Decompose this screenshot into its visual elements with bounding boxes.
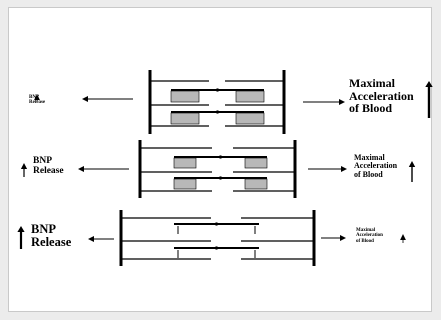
row1-m-line-1: [215, 110, 220, 114]
row3-acc-line1: Maximal: [356, 228, 376, 233]
row2-crossbridge-right-1: [244, 178, 268, 190]
row1-acceleration-label: Maximal Acceleration of Blood: [349, 77, 414, 115]
row2-bnp-label: BNP Release: [33, 156, 64, 177]
row3-acc-line3: of Blood: [356, 238, 374, 244]
row1-acc-up-head: [425, 81, 433, 87]
row3-acc-up-head: [400, 234, 406, 240]
row1-bnp-line1: BNP: [29, 95, 39, 100]
row2-acc-line2: Acceleration: [354, 161, 398, 171]
row2-acc-line3: of Blood: [354, 169, 383, 179]
row3-bnp-up-head: [17, 226, 25, 232]
row3-bnp-line2: Release: [31, 235, 72, 250]
row3-acceleration-label: Maximal Acceleration of Blood: [356, 228, 383, 244]
row1-bnp-up-head: [34, 94, 40, 100]
row1-crossbridge-right-1: [235, 112, 265, 125]
sarcomere-diagram: [17, 70, 433, 266]
row1-bnp-line2: Release: [29, 100, 46, 106]
row2-bnp-line2: Release: [33, 165, 64, 176]
row2-crossbridge-left-1: [173, 178, 197, 190]
row2-m-line-1: [218, 176, 223, 180]
row2-crossbridge-left-0: [173, 157, 197, 169]
row1-acc-line3: of Blood: [349, 101, 393, 116]
row1-acc-line1: Maximal: [349, 76, 395, 90]
row3-bnp-arrow-head: [88, 236, 94, 242]
row2-acc-line1: Maximal: [354, 153, 385, 162]
row2-bnp-arrow-head: [78, 166, 84, 172]
row1-m-line-0: [215, 88, 220, 92]
row1-crossbridge-left-0: [170, 90, 200, 103]
row2-m-line-0: [218, 155, 223, 159]
row1-bnp-arrow-head: [82, 96, 88, 102]
row3-m-line-1: [214, 246, 219, 250]
row3-bnp-label: BNP Release: [31, 222, 72, 250]
row1-crossbridge-left-1: [170, 112, 200, 125]
figure-panel: BNP Release Maximal Acceleration of Bloo…: [8, 7, 433, 312]
row1-acc-line2: Acceleration: [349, 88, 414, 103]
row1-acc-arrow-head: [339, 99, 345, 105]
row3-acc-arrow-head: [340, 235, 346, 241]
row3-m-line-0: [214, 222, 219, 226]
row2-crossbridge-right-0: [244, 157, 268, 169]
row2-acc-arrow-head: [341, 166, 347, 172]
row1-bnp-label: BNP Release: [29, 95, 45, 106]
row3-acc-line2: Acceleration: [356, 233, 383, 239]
row2-bnp-line1: BNP: [33, 156, 52, 166]
row2-acc-up-head: [408, 161, 416, 167]
row2-acceleration-label: Maximal Acceleration of Blood: [354, 153, 398, 179]
row3-bnp-line1: BNP: [31, 222, 56, 236]
row1-crossbridge-right-0: [235, 90, 265, 103]
row2-bnp-up-head: [20, 163, 28, 169]
